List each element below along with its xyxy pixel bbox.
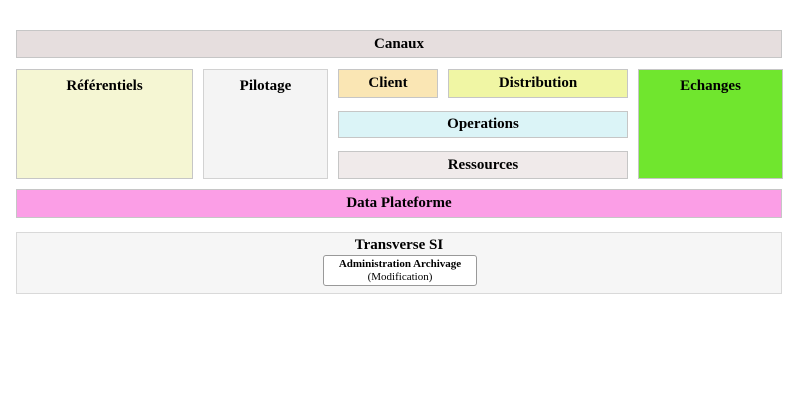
block-distribution: Distribution <box>448 69 628 98</box>
block-ressources: Ressources <box>338 151 628 179</box>
block-pilotage-label: Pilotage <box>239 78 292 94</box>
block-data-plateforme-label: Data Plateforme <box>346 195 452 212</box>
block-pilotage: Pilotage <box>203 69 328 179</box>
block-operations: Operations <box>338 111 628 138</box>
block-administration-archivage: Administration Archivage (Modification) <box>323 255 477 286</box>
block-client-label: Client <box>368 75 408 92</box>
admin-archivage-subtitle: (Modification) <box>367 271 433 283</box>
block-distribution-label: Distribution <box>498 75 578 92</box>
block-canaux-label: Canaux <box>373 35 425 52</box>
block-ressources-label: Ressources <box>447 156 519 173</box>
block-data-plateforme: Data Plateforme <box>16 189 782 218</box>
block-referentiels-label: Référentiels <box>66 78 143 94</box>
block-canaux: Canaux <box>16 30 782 58</box>
admin-archivage-title: Administration Archivage <box>338 258 462 270</box>
block-operations-label: Operations <box>447 116 519 133</box>
block-referentiels: Référentiels <box>16 69 193 179</box>
block-transverse-si-label: Transverse SI <box>354 237 444 253</box>
block-client: Client <box>338 69 438 98</box>
block-echanges: Echanges <box>638 69 783 179</box>
block-echanges-label: Echanges <box>680 78 741 94</box>
